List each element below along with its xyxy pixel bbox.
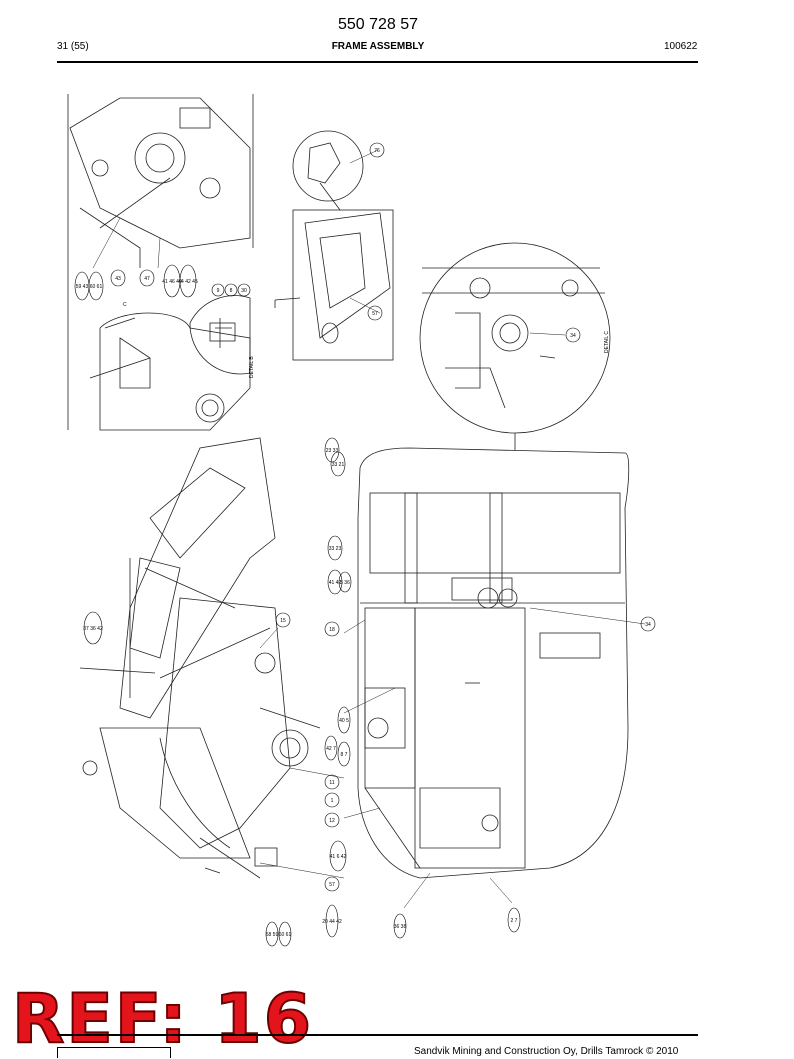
callout-bubble: 40 5	[337, 706, 351, 734]
callout-bubble: 57	[324, 876, 340, 892]
svg-text:5 36: 5 36	[340, 580, 350, 586]
detail-c-marker: C	[123, 302, 127, 308]
svg-text:36 38: 36 38	[394, 924, 407, 930]
callout-bubble: 34	[640, 616, 656, 632]
svg-text:60 61: 60 61	[90, 284, 103, 290]
svg-text:18: 18	[329, 627, 335, 633]
callout-bubble: 41 42	[327, 569, 343, 595]
svg-text:57: 57	[372, 311, 378, 317]
callout-bubble: 36 38	[393, 913, 407, 939]
frame-isometric-view	[79, 437, 321, 879]
callout-bubble: 2 7	[507, 907, 521, 933]
svg-text:47: 47	[144, 276, 150, 282]
svg-text:41 46 40: 41 46 40	[162, 279, 182, 285]
detail-top-left	[67, 94, 254, 431]
detail-b-view	[189, 295, 251, 375]
callout-bubble: 60 61	[278, 921, 292, 947]
callout-bubble: 9	[211, 283, 225, 297]
frame-assembly-drawing: 59 43 60 61 43 47 41 46 40 44 42 45 9 8 …	[67, 94, 656, 947]
svg-text:15: 15	[280, 618, 286, 624]
svg-text:11: 11	[329, 780, 334, 786]
leader-lines	[92, 149, 646, 909]
callout-bubble: 5 36	[338, 571, 352, 593]
svg-text:33 21: 33 21	[332, 462, 345, 468]
svg-text:8: 8	[230, 288, 233, 294]
svg-text:9: 9	[217, 288, 220, 294]
svg-text:42 7: 42 7	[326, 746, 336, 752]
svg-text:59 43: 59 43	[76, 284, 89, 290]
callout-bubble: 60 61	[88, 271, 104, 301]
detail-b-label: DETAIL B	[249, 356, 255, 378]
svg-text:58 59: 58 59	[266, 932, 279, 938]
detail-top-middle	[274, 130, 394, 361]
callout-bubble: 33 23	[327, 535, 343, 561]
callout-bubble: 42 7	[324, 735, 338, 761]
footer-rule	[57, 1034, 698, 1036]
callout-bubble: 44 42 45	[178, 264, 198, 298]
svg-text:1: 1	[331, 798, 334, 804]
svg-text:33 23: 33 23	[329, 546, 342, 552]
callout-bubble: 33 21	[330, 451, 346, 477]
svg-text:57: 57	[329, 882, 335, 888]
page-indicator: 31 (55)	[57, 41, 89, 52]
callout-bubble: 23 33	[324, 437, 340, 463]
svg-text:23 33: 23 33	[326, 448, 339, 454]
svg-text:41 6 42: 41 6 42	[330, 854, 347, 860]
callout-bubble: 8	[224, 283, 238, 297]
callout-bubble: 1	[324, 792, 340, 808]
footer-copyright: Sandvik Mining and Construction Oy, Dril…	[414, 1046, 679, 1057]
callout-bubble: 58 59	[265, 921, 279, 947]
svg-text:43: 43	[115, 276, 121, 282]
svg-text:60 61: 60 61	[279, 932, 292, 938]
callout-bubble: 59 43	[74, 271, 90, 301]
callout-bubble: 30	[237, 283, 251, 297]
svg-text:34: 34	[645, 622, 651, 628]
callout-bubble: 47	[139, 269, 155, 287]
callout-bubble: 12	[324, 812, 340, 828]
callout-bubble: 11	[324, 774, 340, 790]
callout-bubble: 34	[565, 327, 581, 343]
callout-bubble: 76	[369, 142, 385, 158]
svg-text:40 5: 40 5	[339, 718, 349, 724]
document-number: 550 728 57	[337, 16, 419, 33]
svg-text:37 36 42: 37 36 42	[83, 626, 103, 632]
detail-c-label: DETAIL C	[604, 331, 610, 353]
header-rule	[57, 61, 698, 63]
svg-text:8 7: 8 7	[341, 752, 348, 758]
svg-text:76: 76	[374, 148, 380, 154]
callout-bubble: 15	[275, 612, 291, 628]
svg-text:20 44 42: 20 44 42	[322, 919, 342, 925]
svg-text:30: 30	[241, 288, 247, 294]
callout-bubble: 20 44 42	[322, 904, 342, 938]
svg-text:2 7: 2 7	[511, 918, 518, 924]
page-title: FRAME ASSEMBLY	[331, 41, 425, 52]
callout-bubble: 37 36 42	[83, 611, 103, 645]
svg-text:34: 34	[570, 333, 576, 339]
callout-bubble: 43	[110, 269, 126, 287]
callout-bubble: 41 6 42	[330, 840, 347, 872]
svg-text:41 42: 41 42	[329, 580, 342, 586]
date-code: 100622	[664, 41, 698, 52]
callout-bubble: 8 7	[337, 741, 351, 767]
callout-bubble: 57	[367, 305, 383, 321]
svg-text:12: 12	[329, 818, 335, 824]
frame-plan-view	[357, 447, 630, 879]
reference-stamp: REF: 16	[11, 979, 314, 1059]
callout-bubble: 18	[324, 621, 340, 637]
svg-text:44 42 45: 44 42 45	[178, 279, 198, 285]
detail-c-view	[419, 242, 611, 450]
